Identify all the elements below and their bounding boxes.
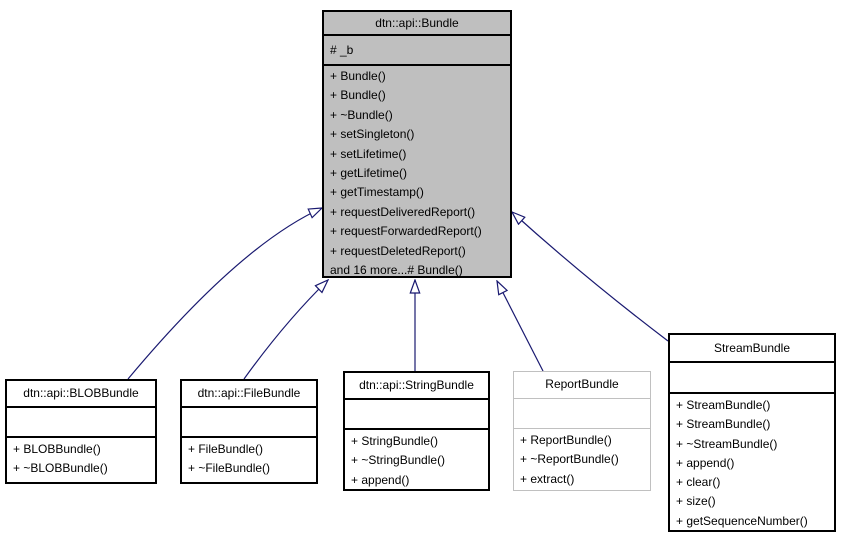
method-row: + requestDeletedReport() bbox=[330, 243, 466, 258]
method-row: + FileBundle() bbox=[188, 442, 264, 456]
class-box-stringbundle[interactable]: dtn::api::StringBundle + StringBundle() … bbox=[343, 371, 490, 491]
method-row: + ~ReportBundle() bbox=[520, 452, 619, 467]
class-box-filebundle[interactable]: dtn::api::FileBundle + FileBundle() + ~F… bbox=[180, 379, 318, 484]
method-row: and 16 more...# Bundle() bbox=[330, 263, 463, 278]
class-methods-stringbundle: + StringBundle() + ~StringBundle() + app… bbox=[345, 430, 488, 489]
class-attributes-reportbundle bbox=[514, 399, 650, 429]
method-row: + extract() bbox=[520, 471, 575, 486]
class-title-blobbundle[interactable]: dtn::api::BLOBBundle bbox=[7, 381, 155, 408]
class-title-streambundle[interactable]: StreamBundle bbox=[670, 335, 834, 363]
class-box-bundle[interactable]: dtn::api::Bundle # _b + Bundle() + Bundl… bbox=[322, 10, 512, 278]
class-methods-blobbundle: + BLOBBundle() + ~BLOBBundle() bbox=[7, 438, 155, 482]
method-row: + ~FileBundle() bbox=[188, 461, 271, 476]
method-row: + append() bbox=[351, 472, 410, 487]
method-row: + ReportBundle() bbox=[520, 433, 612, 447]
class-methods-reportbundle: + ReportBundle() + ~ReportBundle() + ext… bbox=[514, 429, 650, 490]
attribute-row: # _b bbox=[330, 43, 354, 57]
class-attributes-filebundle bbox=[182, 408, 316, 438]
method-row: + Bundle() bbox=[330, 69, 386, 83]
class-title-stringbundle[interactable]: dtn::api::StringBundle bbox=[345, 373, 488, 400]
method-row: + ~StringBundle() bbox=[351, 453, 446, 468]
class-box-blobbundle[interactable]: dtn::api::BLOBBundle + BLOBBundle() + ~B… bbox=[5, 379, 157, 484]
method-row: + getTimestamp() bbox=[330, 185, 424, 200]
method-row: + clear() bbox=[676, 475, 721, 490]
method-row: + BLOBBundle() bbox=[13, 442, 101, 456]
method-row: + StringBundle() bbox=[351, 434, 439, 448]
class-title-bundle[interactable]: dtn::api::Bundle bbox=[324, 12, 510, 36]
class-box-reportbundle[interactable]: ReportBundle + ReportBundle() + ~ReportB… bbox=[513, 371, 651, 491]
method-row: + setLifetime() bbox=[330, 146, 407, 161]
method-row: + getSequenceNumber() bbox=[676, 513, 808, 528]
inheritance-arrow-filebundle bbox=[243, 280, 328, 380]
class-methods-bundle: + Bundle() + Bundle() + ~Bundle() + setS… bbox=[324, 66, 510, 278]
method-row: + size() bbox=[676, 494, 716, 509]
method-row: + StreamBundle() bbox=[676, 398, 771, 412]
method-row: + setSingleton() bbox=[330, 127, 415, 142]
class-attributes-stringbundle bbox=[345, 400, 488, 430]
method-row: + requestForwardedReport() bbox=[330, 224, 482, 239]
class-box-streambundle[interactable]: StreamBundle + StreamBundle() + StreamBu… bbox=[668, 333, 836, 532]
class-title-reportbundle[interactable]: ReportBundle bbox=[514, 372, 650, 399]
method-row: + Bundle() bbox=[330, 88, 386, 103]
class-attributes-bundle: # _b bbox=[324, 36, 510, 66]
method-row: + append() bbox=[676, 455, 735, 470]
class-title-filebundle[interactable]: dtn::api::FileBundle bbox=[182, 381, 316, 408]
class-attributes-blobbundle bbox=[7, 408, 155, 438]
method-row: + ~StreamBundle() bbox=[676, 436, 778, 451]
inheritance-arrow-blobbundle bbox=[127, 208, 322, 380]
class-methods-streambundle: + StreamBundle() + StreamBundle() + ~Str… bbox=[670, 394, 834, 530]
class-attributes-streambundle bbox=[670, 363, 834, 394]
class-methods-filebundle: + FileBundle() + ~FileBundle() bbox=[182, 438, 316, 482]
method-row: + requestDeliveredReport() bbox=[330, 204, 476, 219]
inheritance-arrow-reportbundle bbox=[497, 281, 544, 372]
method-row: + StreamBundle() bbox=[676, 417, 771, 432]
method-row: + ~Bundle() bbox=[330, 107, 393, 122]
method-row: + getLifetime() bbox=[330, 166, 408, 181]
method-row: + ~BLOBBundle() bbox=[13, 461, 108, 476]
inheritance-arrow-streambundle bbox=[512, 212, 669, 342]
